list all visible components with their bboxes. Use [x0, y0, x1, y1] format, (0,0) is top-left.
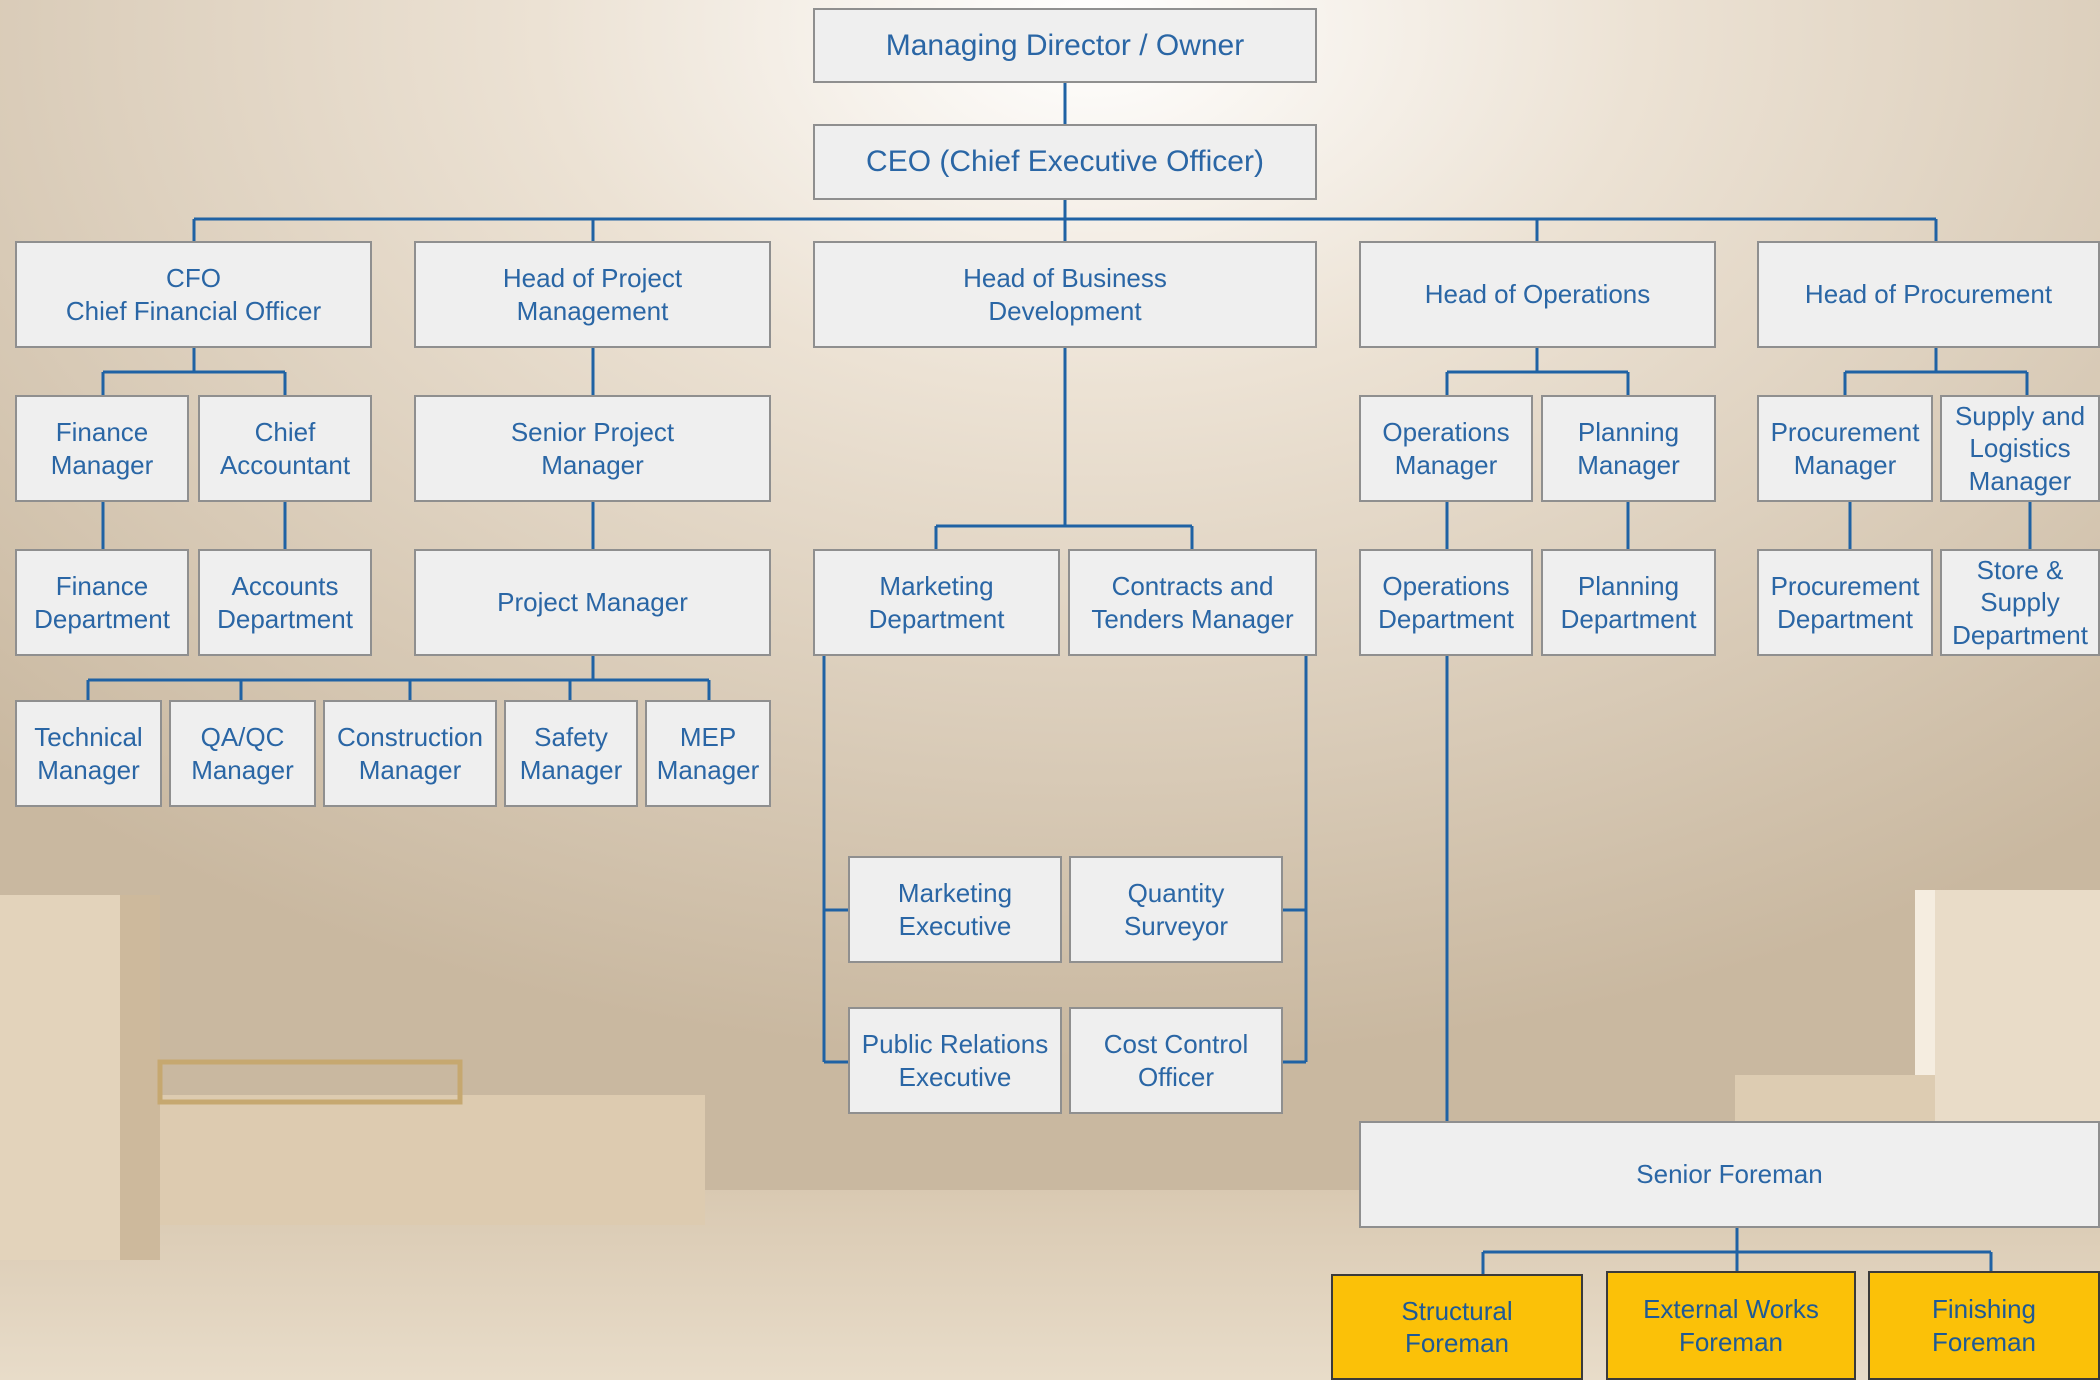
node-store-supply-department: Store & Supply Department: [1940, 549, 2100, 656]
node-managing-director: Managing Director / Owner: [813, 8, 1317, 83]
node-head-operations: Head of Operations: [1359, 241, 1716, 348]
node-public-relations-executive: Public Relations Executive: [848, 1007, 1062, 1114]
node-operations-department: Operations Department: [1359, 549, 1533, 656]
node-cfo: CFO Chief Financial Officer: [15, 241, 372, 348]
node-planning-manager: Planning Manager: [1541, 395, 1716, 502]
node-ceo: CEO (Chief Executive Officer): [813, 124, 1317, 200]
node-head-business-development: Head of Business Development: [813, 241, 1317, 348]
node-procurement-manager: Procurement Manager: [1757, 395, 1933, 502]
node-senior-project-manager: Senior Project Manager: [414, 395, 771, 502]
node-marketing-department: Marketing Department: [813, 549, 1060, 656]
node-structural-foreman: Structural Foreman: [1331, 1274, 1583, 1380]
node-contracts-tenders-manager: Contracts and Tenders Manager: [1068, 549, 1317, 656]
node-accounts-department: Accounts Department: [198, 549, 372, 656]
node-senior-foreman: Senior Foreman: [1359, 1121, 2100, 1228]
node-supply-logistics-manager: Supply and Logistics Manager: [1940, 395, 2100, 502]
node-safety-manager: Safety Manager: [504, 700, 638, 807]
node-qaqc-manager: QA/QC Manager: [169, 700, 316, 807]
node-finance-manager: Finance Manager: [15, 395, 189, 502]
connectors: [86, 83, 2032, 1274]
node-procurement-department: Procurement Department: [1757, 549, 1933, 656]
node-quantity-surveyor: Quantity Surveyor: [1069, 856, 1283, 963]
node-external-works-foreman: External Works Foreman: [1606, 1271, 1856, 1380]
node-project-manager: Project Manager: [414, 549, 771, 656]
node-operations-manager: Operations Manager: [1359, 395, 1533, 502]
node-marketing-executive: Marketing Executive: [848, 856, 1062, 963]
node-head-project-management: Head of Project Management: [414, 241, 771, 348]
node-planning-department: Planning Department: [1541, 549, 1716, 656]
node-finishing-foreman: Finishing Foreman: [1868, 1271, 2100, 1380]
node-mep-manager: MEP Manager: [645, 700, 771, 807]
node-head-procurement: Head of Procurement: [1757, 241, 2100, 348]
node-cost-control-officer: Cost Control Officer: [1069, 1007, 1283, 1114]
node-chief-accountant: Chief Accountant: [198, 395, 372, 502]
node-construction-manager: Construction Manager: [323, 700, 497, 807]
node-technical-manager: Technical Manager: [15, 700, 162, 807]
node-finance-department: Finance Department: [15, 549, 189, 656]
